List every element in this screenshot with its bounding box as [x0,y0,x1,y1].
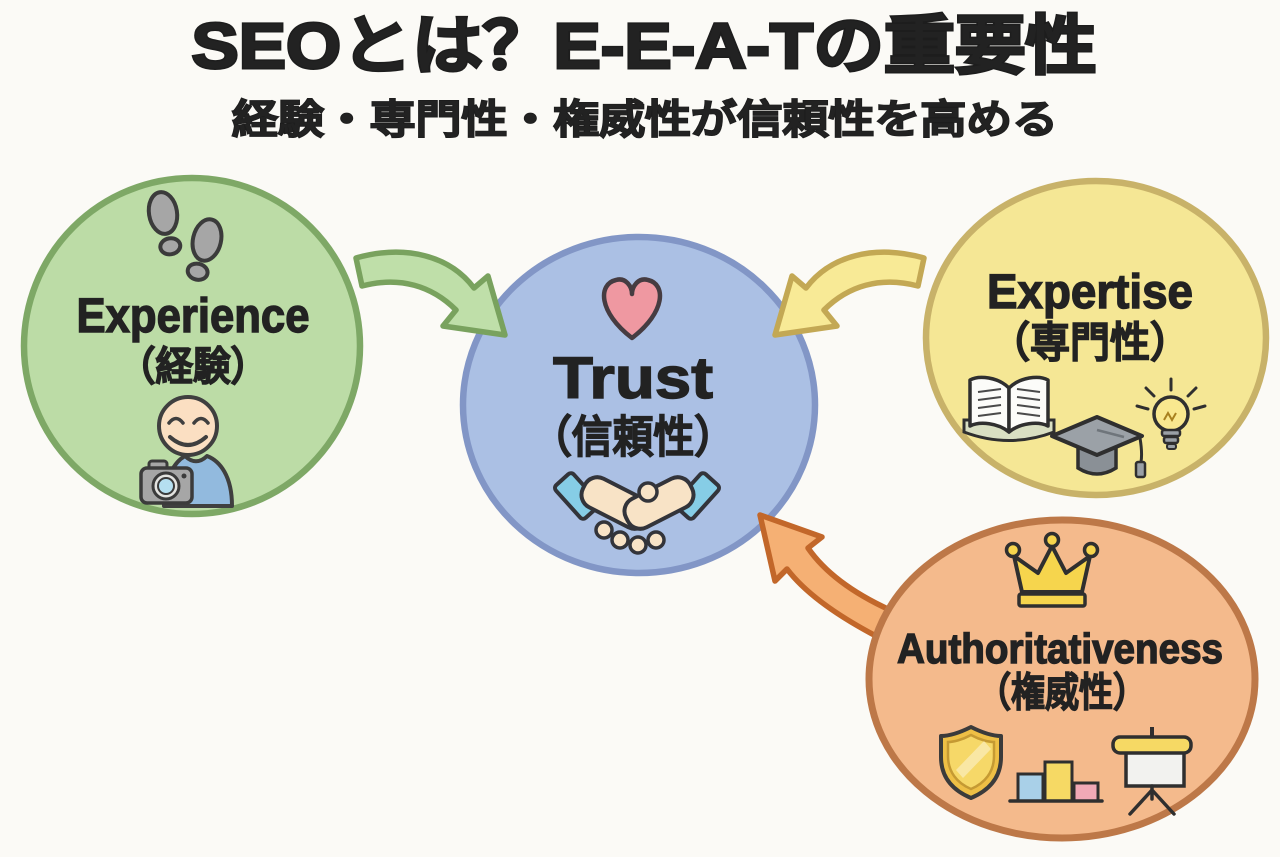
heart-icon [601,277,663,341]
page-subtitle: 経験・専門性・権威性が信頼性を高める [232,98,1058,142]
expertise-to-trust-arrow [772,249,927,338]
shield-icon [939,725,1003,800]
experience-node: Experience （経験） [20,174,364,518]
trust-label-ja: （信頼性） [531,413,735,462]
experience-to-trust-arrow [353,249,508,338]
authoritativeness-label: Authoritativeness [897,625,1223,672]
authoritativeness-to-trust-arrow [757,512,893,639]
presentation-board-icon [1111,727,1193,816]
trust-node: Trust （信頼性） [459,233,819,577]
authoritativeness-node: Authoritativeness （権威性） [865,516,1259,842]
experience-circle [20,174,364,518]
expertise-node: Expertise （専門性） [922,177,1270,499]
footprints-icon [146,190,224,282]
authoritativeness-label-ja: （権威性） [977,671,1147,715]
bar-chart-icon [1008,760,1104,803]
graduation-cap-icon [1050,415,1147,479]
expertise-label: Expertise [987,266,1193,319]
lightbulb-icon [1135,377,1207,450]
expertise-label-ja: （専門性） [990,319,1190,366]
trust-label: Trust [553,346,713,411]
page-title: SEOとは？E-E-A-Tの重要性 [192,10,1097,82]
open-book-icon [962,375,1056,442]
handshake-icon [553,471,721,555]
experience-label: Experience [77,290,310,343]
experience-label-ja: （経験） [118,345,268,389]
crown-icon [1004,531,1100,608]
photographer-icon [139,395,234,508]
trust-circle [459,233,819,577]
